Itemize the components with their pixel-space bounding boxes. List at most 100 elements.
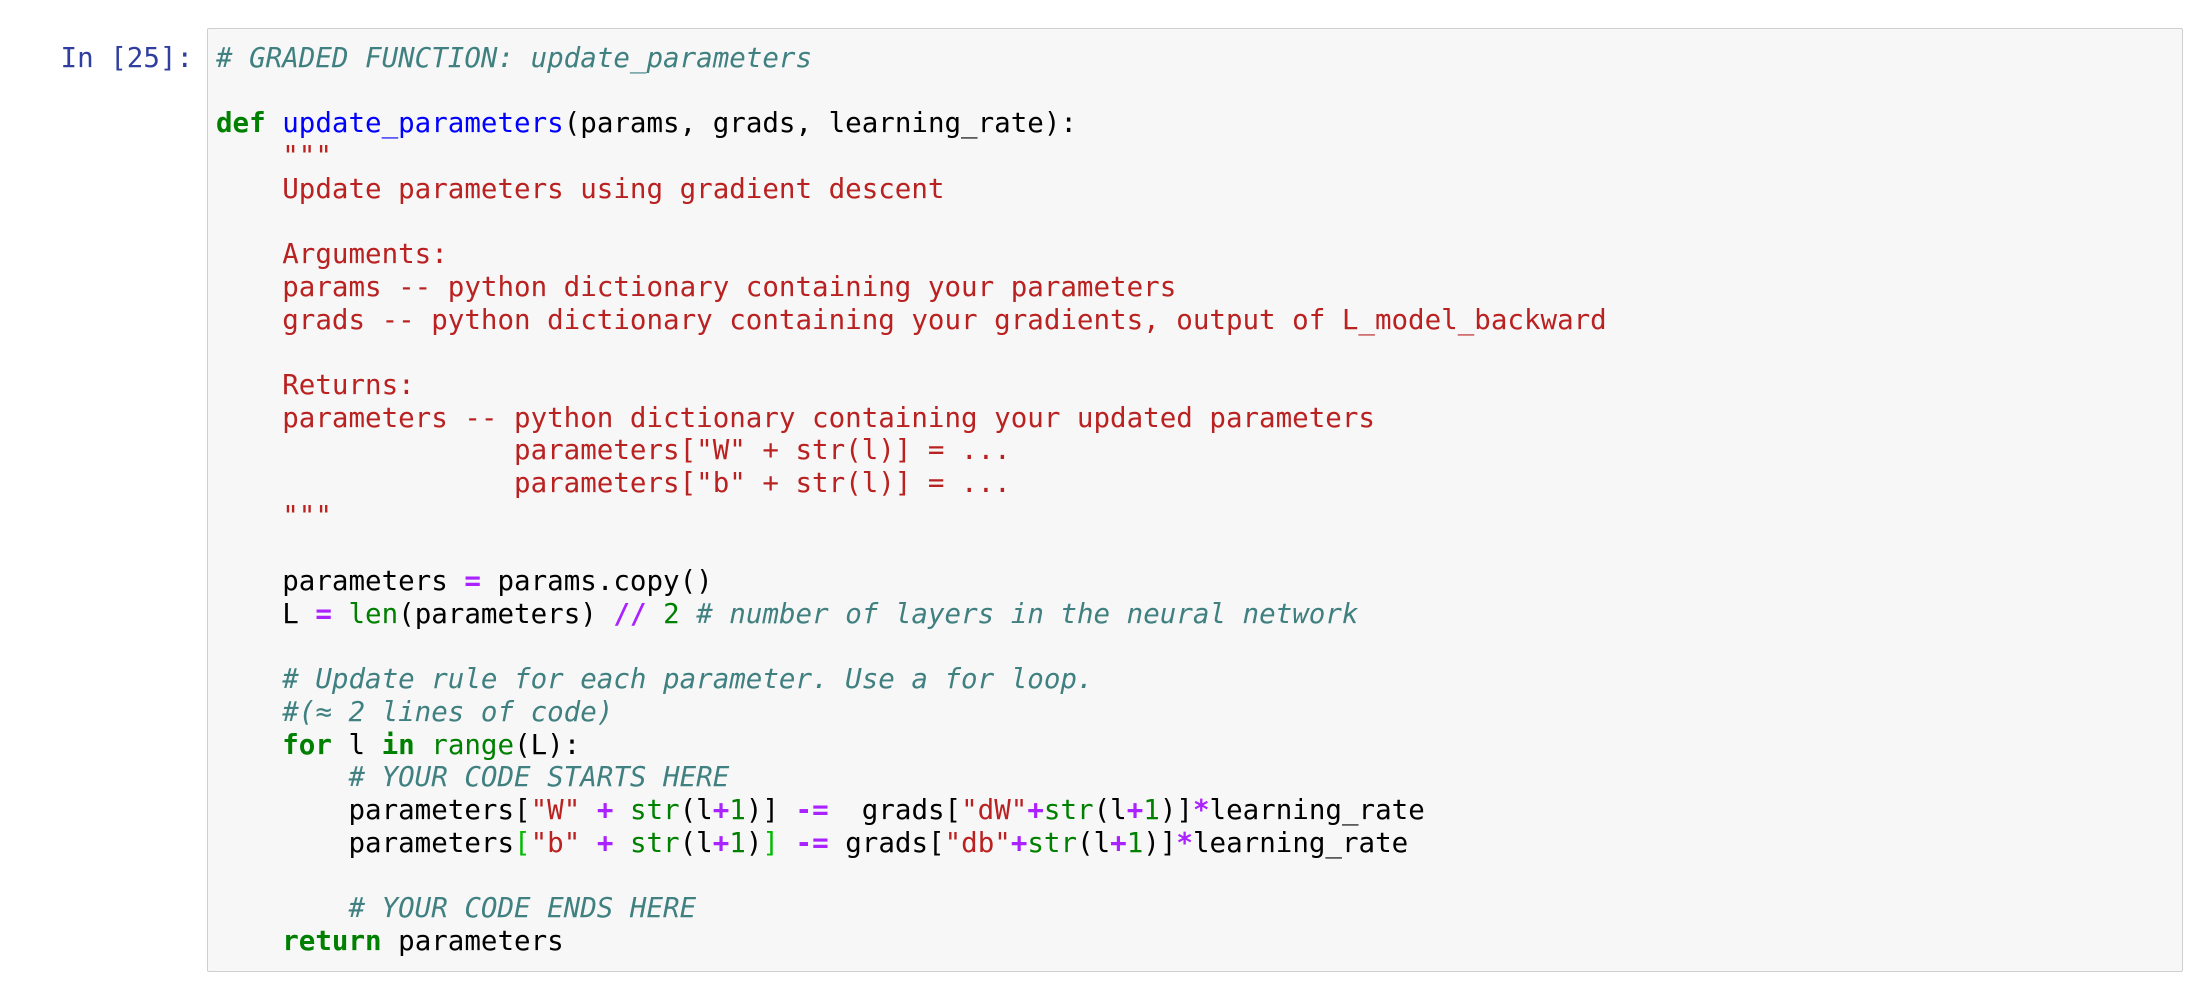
code-token: learning_rate [1192, 826, 1409, 859]
code-token: parameters -- python dictionary containi… [216, 401, 1375, 434]
code-token: len [348, 597, 399, 630]
code-token: Update parameters using gradient descent [216, 172, 945, 205]
code-token: str [629, 794, 680, 827]
code-token: "W" [530, 794, 581, 827]
code-line: parameters["W" + str(l+1)] -= grads["dW"… [216, 794, 2174, 827]
code-token: grads[ [828, 826, 945, 859]
code-token: parameters [216, 826, 515, 859]
code-token: -= [795, 794, 829, 827]
code-token: )] [1159, 794, 1193, 827]
code-token: )] [745, 794, 796, 827]
code-token: l [331, 728, 382, 761]
code-token: str [1043, 794, 1094, 827]
code-token: + [1010, 826, 1028, 859]
code-token [415, 729, 432, 761]
code-token [580, 827, 597, 859]
code-token: [ [514, 826, 531, 859]
code-token: return [282, 924, 382, 957]
code-line [216, 860, 2174, 893]
code-line: # YOUR CODE STARTS HERE [216, 761, 2174, 794]
code-line: parameters["b" + str(l+1)] -= grads["db"… [216, 827, 2174, 860]
code-token [613, 794, 630, 826]
code-token [580, 794, 597, 826]
code-line: parameters = params.copy() [216, 565, 2174, 598]
code-token: # YOUR CODE STARTS HERE [216, 761, 730, 794]
code-token: def [216, 107, 266, 140]
code-token: (l [1093, 794, 1127, 827]
code-token [613, 827, 630, 859]
code-token: + [1027, 794, 1044, 827]
code-line: grads -- python dictionary containing yo… [216, 304, 2174, 337]
code-token: -= [795, 826, 829, 859]
code-token: + [596, 794, 614, 827]
code-token: learning_rate [1209, 794, 1425, 827]
code-token: Arguments: [216, 238, 448, 271]
code-line: # YOUR CODE ENDS HERE [216, 892, 2174, 925]
code-token: (l [679, 794, 713, 827]
code-token: * [1176, 826, 1193, 859]
code-token: * [1192, 794, 1210, 827]
code-line: #(≈ 2 lines of code) [216, 696, 2174, 729]
code-token [266, 107, 283, 139]
code-token: range [431, 728, 515, 761]
code-line: return parameters [216, 925, 2174, 958]
code-line: parameters["W" + str(l)] = ... [216, 434, 2174, 467]
code-token: # GRADED FUNCTION: update_parameters [216, 42, 813, 74]
code-line: """ [216, 140, 2174, 173]
code-line: # Update rule for each parameter. Use a … [216, 663, 2174, 696]
code-token: in [381, 728, 415, 761]
code-line: Returns: [216, 369, 2174, 402]
code-line [216, 336, 2174, 369]
code-token: for [282, 728, 332, 761]
code-token: + [1126, 794, 1144, 827]
code-line: Update parameters using gradient descent [216, 173, 2174, 206]
code-line: L = len(parameters) // 2 # number of lay… [216, 598, 2174, 631]
code-token [216, 729, 282, 761]
code-cell: # GRADED FUNCTION: update_parameters def… [207, 28, 2183, 972]
code-token: 1 [729, 826, 746, 859]
code-token: # Update rule for each parameter. Use a … [216, 663, 1094, 696]
code-token: + [712, 826, 730, 859]
code-line: """ [216, 500, 2174, 533]
code-token: parameters [216, 565, 465, 598]
code-line: parameters -- python dictionary containi… [216, 402, 2174, 435]
code-token: + [1110, 826, 1127, 859]
code-token: """ [216, 140, 332, 173]
code-token: str [629, 826, 680, 859]
code-token: (l [1077, 826, 1111, 859]
code-token: "dW" [961, 794, 1028, 827]
code-token: params -- python dictionary containing y… [216, 270, 1177, 303]
code-token: parameters [381, 924, 564, 957]
code-token: parameters["b" + str(l)] = ... [216, 467, 1011, 500]
code-line [216, 206, 2174, 239]
code-line: # GRADED FUNCTION: update_parameters [216, 42, 2174, 75]
code-token: grads -- python dictionary containing yo… [216, 303, 1607, 336]
code-editor[interactable]: # GRADED FUNCTION: update_parameters def… [208, 29, 2182, 966]
code-token: (params, grads, learning_rate): [563, 107, 1077, 140]
code-token: ] [762, 826, 779, 859]
code-line: parameters["b" + str(l)] = ... [216, 467, 2174, 500]
code-line: def update_parameters(params, grads, lea… [216, 107, 2174, 140]
code-token: params.copy() [480, 565, 713, 598]
code-token: Returns: [216, 369, 415, 402]
code-token [647, 598, 664, 630]
code-token: (L): [514, 728, 581, 761]
code-token: + [712, 794, 730, 827]
code-token: parameters[ [216, 794, 531, 827]
code-token: 1 [1143, 794, 1160, 827]
code-token: 1 [729, 794, 746, 827]
code-token: = [464, 565, 481, 598]
code-token: update_parameters [282, 107, 564, 140]
code-token: 1 [1126, 826, 1144, 859]
code-token: = [315, 597, 332, 630]
code-line: for l in range(L): [216, 729, 2174, 762]
code-token [680, 598, 697, 630]
code-token: parameters["W" + str(l)] = ... [216, 434, 1011, 467]
code-line: params -- python dictionary containing y… [216, 271, 2174, 304]
code-line [216, 631, 2174, 664]
code-token [216, 925, 282, 957]
code-token: str [1027, 826, 1078, 859]
code-token: 2 [663, 597, 680, 630]
code-line: Arguments: [216, 238, 2174, 271]
